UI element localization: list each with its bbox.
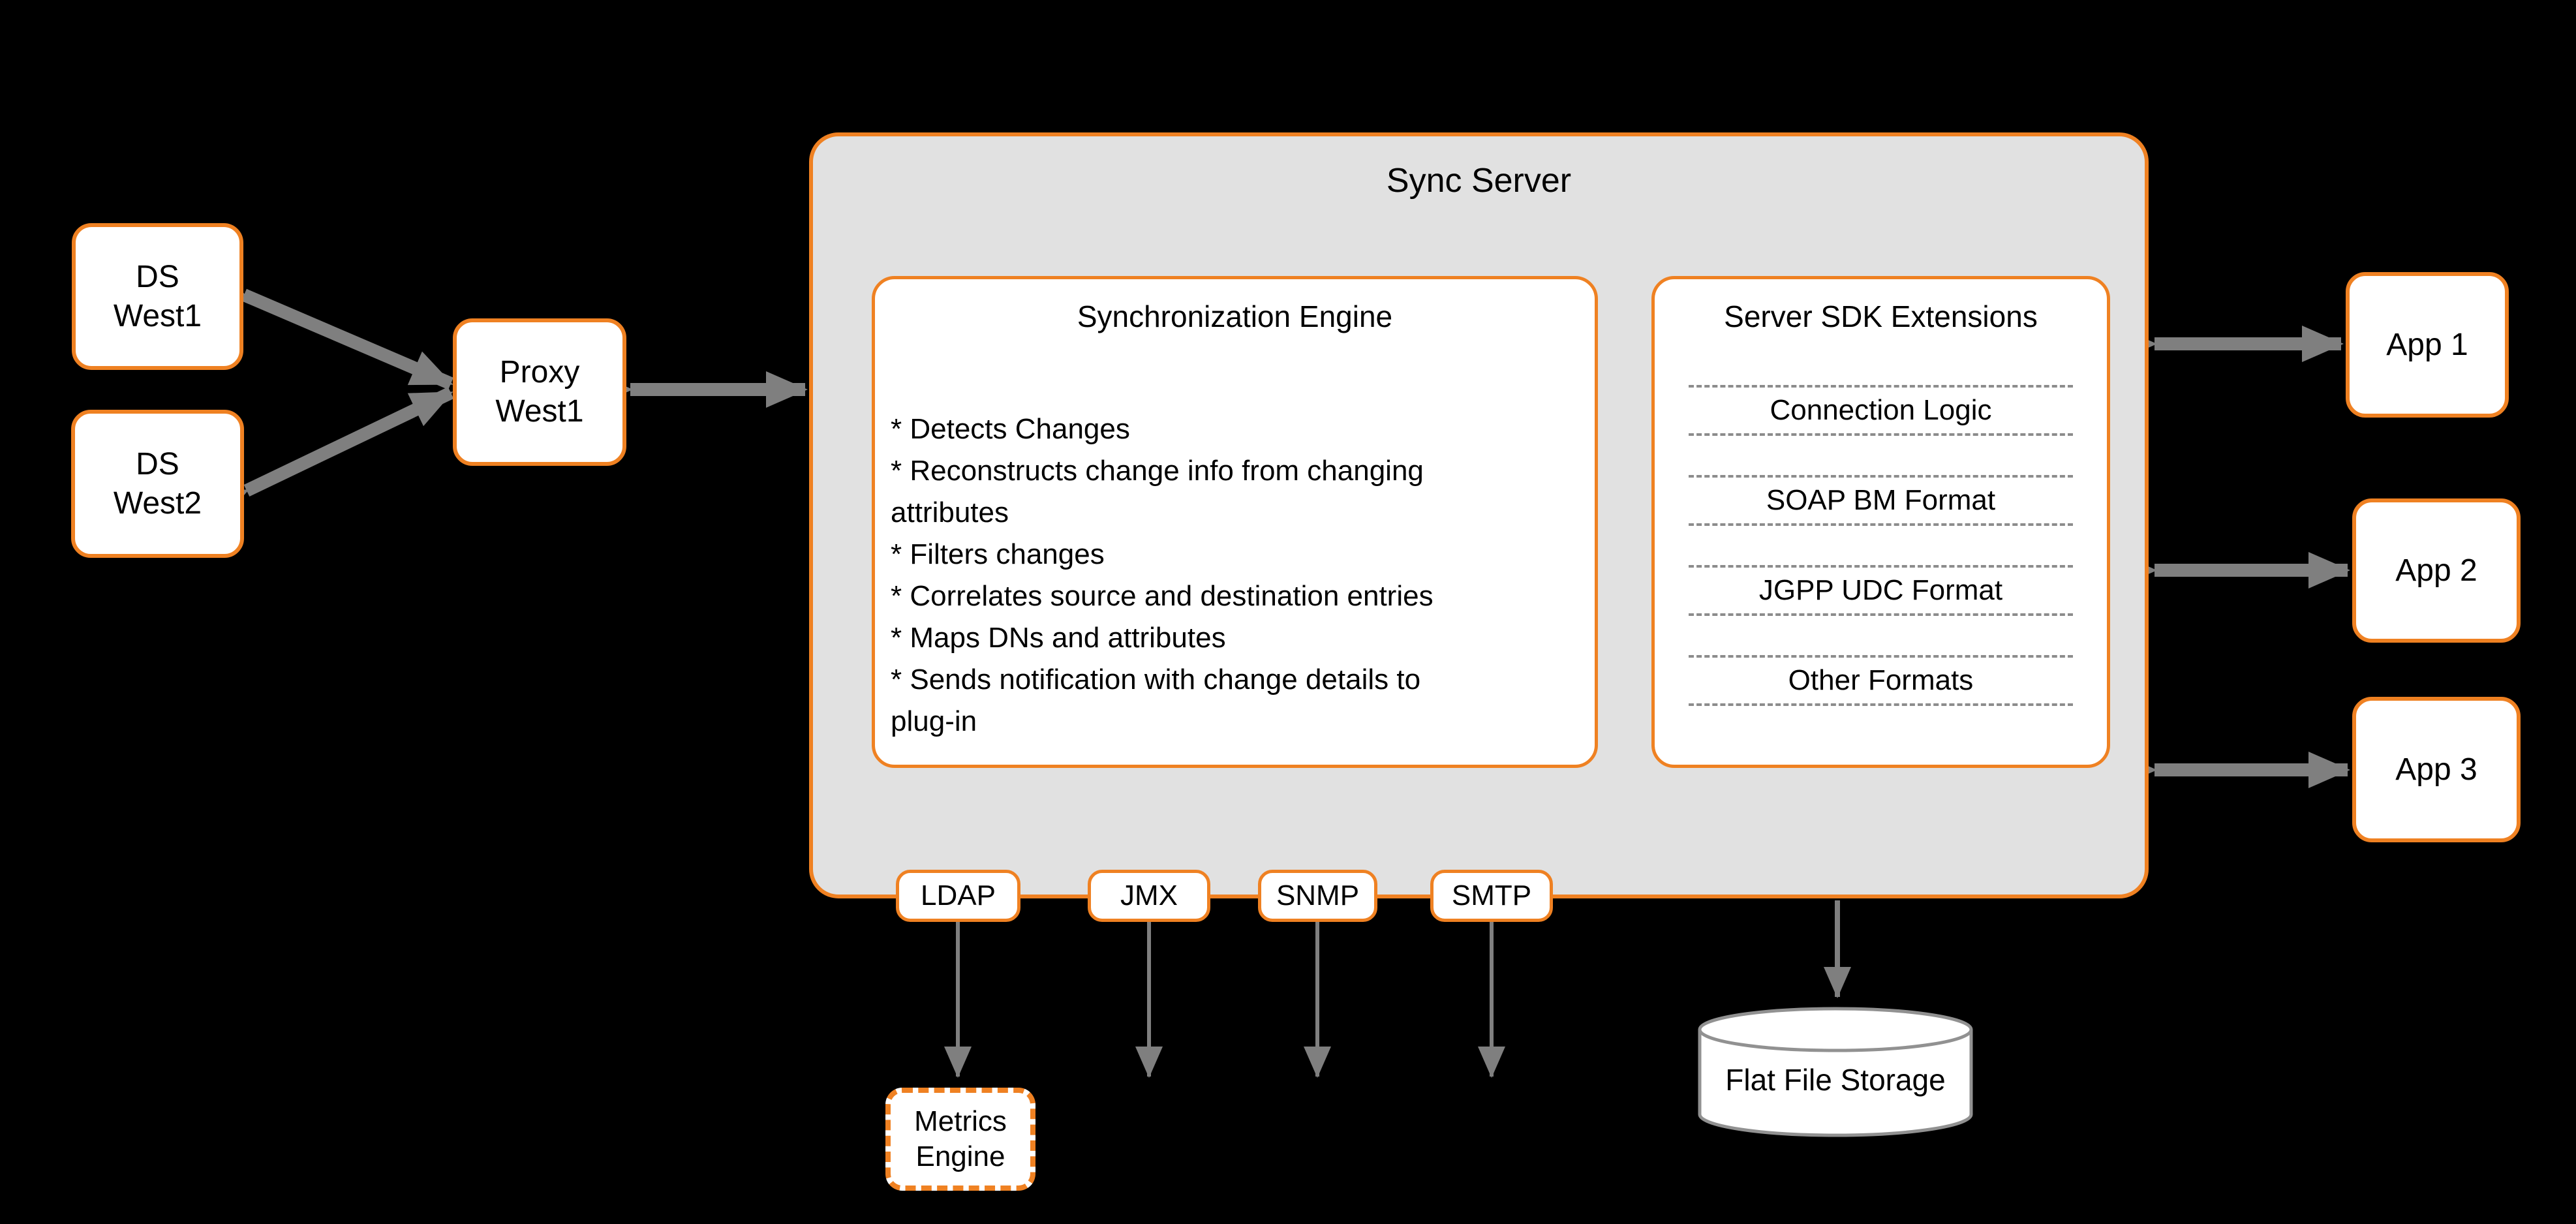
sync-server-panel: Sync Server Synchronization Engine * Det… bbox=[809, 132, 2149, 898]
sdk-item-soap-bm-format: SOAP BM Format bbox=[1688, 475, 2074, 526]
tab-smtp: SMTP bbox=[1430, 870, 1553, 922]
synchronization-engine-bullet-list: * Detects Changes * Reconstructs change … bbox=[891, 408, 1581, 742]
server-sdk-extensions-box: Server SDK Extensions Connection Logic S… bbox=[1651, 276, 2110, 768]
engine-bullet: * Sends notification with change details… bbox=[891, 664, 1421, 737]
sdk-extension-list: Connection Logic SOAP BM Format JGPP UDC… bbox=[1688, 385, 2074, 745]
engine-bullet: * Correlates source and destination entr… bbox=[891, 580, 1434, 612]
flat-file-storage-cylinder bbox=[1698, 1007, 1973, 1137]
tab-snmp: SNMP bbox=[1258, 870, 1377, 922]
sdk-item-other-formats: Other Formats bbox=[1688, 655, 2074, 706]
node-proxy-west1: Proxy West1 bbox=[453, 318, 626, 466]
node-metrics-engine: Metrics Engine bbox=[885, 1088, 1035, 1191]
sdk-item-jgpp-udc-format: JGPP UDC Format bbox=[1688, 565, 2074, 616]
engine-bullet: * Filters changes bbox=[891, 538, 1105, 570]
node-ds-west2: DS West2 bbox=[71, 410, 244, 558]
engine-bullet: * Reconstructs change info from changing… bbox=[891, 455, 1424, 528]
node-ds-west1: DS West1 bbox=[72, 223, 243, 370]
tab-jmx: JMX bbox=[1088, 870, 1210, 922]
engine-bullet: * Maps DNs and attributes bbox=[891, 622, 1226, 654]
synchronization-engine-box: Synchronization Engine * Detects Changes… bbox=[872, 276, 1598, 768]
node-app-2: App 2 bbox=[2352, 498, 2521, 643]
node-app-3: App 3 bbox=[2352, 697, 2521, 842]
engine-bullet: * Detects Changes bbox=[891, 413, 1130, 445]
arrow-dswest1-proxy bbox=[200, 262, 453, 390]
server-sdk-extensions-title: Server SDK Extensions bbox=[1724, 299, 2038, 333]
synchronization-engine-title: Synchronization Engine bbox=[1077, 299, 1393, 333]
node-app-1: App 1 bbox=[2346, 272, 2509, 418]
sync-server-title: Sync Server bbox=[1386, 162, 1572, 200]
arrow-dswest2-proxy bbox=[203, 386, 454, 525]
tab-ldap: LDAP bbox=[896, 870, 1020, 922]
flat-file-storage-label: Flat File Storage bbox=[1725, 1063, 1946, 1097]
sdk-item-connection-logic: Connection Logic bbox=[1688, 385, 2074, 436]
